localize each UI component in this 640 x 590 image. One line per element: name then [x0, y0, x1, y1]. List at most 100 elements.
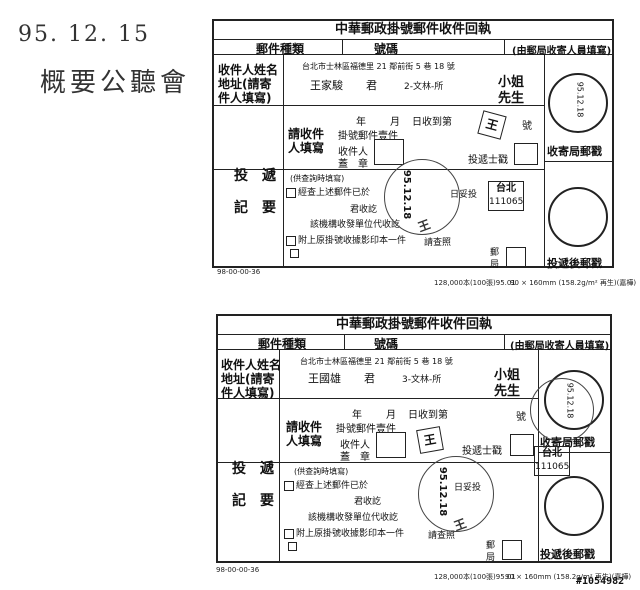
recipient-unit: 2-文林-所 [404, 82, 444, 92]
delivery-label: 投 遞 [234, 168, 276, 184]
delivery-line: 附上原掛號收據影印本一件 [286, 233, 406, 246]
delivery-hint: (供查詢時填寫) [290, 174, 345, 183]
header-number: 號碼 [374, 337, 399, 351]
recipient-seal: 收件人 [340, 440, 370, 451]
divider [544, 161, 612, 162]
postman-box [514, 143, 538, 165]
checkbox [284, 480, 294, 491]
checkbox [286, 235, 296, 246]
title-mr: 先生 [498, 91, 525, 106]
bureau-box [506, 247, 526, 267]
divider [342, 39, 343, 55]
check-box [288, 542, 297, 551]
footer-print: 128,000本(100張)95.01 [434, 279, 516, 287]
bureau-box [502, 540, 522, 560]
delivery-line: 日妥投 [450, 190, 478, 200]
seal-char: 王 [484, 116, 500, 134]
right-column [544, 55, 612, 266]
receipt-1: 中華郵政掛號郵件收件回執 郵件種類 號碼 (由郵局收寄人員填寫) 收件人姓名 地… [212, 19, 614, 270]
delivery-line: 附上原掛號收據影印本一件 [284, 526, 404, 539]
fill-label: 請收件 [288, 127, 325, 141]
post-office: 郵 [486, 541, 496, 551]
divider [214, 105, 544, 106]
footer-print: 128,000本(100張)95.01 [434, 573, 516, 581]
stamp-date: 95.12.18 [401, 169, 413, 220]
seal-stamp: 王 [416, 426, 444, 454]
recipient-label: 件人填寫) [218, 91, 272, 105]
taipei-stamp: 台北 111065 [488, 181, 524, 211]
divider [344, 334, 345, 350]
postman-box [510, 434, 534, 456]
post-office: 郵 [490, 248, 500, 258]
recipient-label: 收件人姓名 [221, 358, 282, 372]
post-office-circle [548, 73, 608, 133]
field-hao: 號 [516, 412, 526, 423]
footer-size: 90 × 160mm (158.2g/m² 再生)(嘉樺) [505, 573, 632, 581]
recipient-address: 台北市士林區福德里 21 鄰前街 5 巷 18 號 [302, 62, 455, 71]
recipient-unit: 3-文林-所 [402, 375, 442, 385]
title-mr: 先生 [494, 384, 521, 399]
header-row [214, 39, 612, 55]
recipient-honorific: 君 [366, 79, 377, 92]
handwritten-date: 95. 12. 15 [18, 22, 150, 47]
seal-box [376, 432, 406, 458]
delivery-line: 經查上述郵件已於 [284, 478, 368, 491]
delivery-line: 請查照 [428, 531, 456, 541]
registered-line: 掛號郵件壹件 [338, 131, 398, 142]
receipt-2: 中華郵政掛號郵件收件回執 郵件種類 號碼 (由郵局收寄人員填寫) 收件人姓名 地… [216, 314, 612, 563]
header-post: (由郵局收寄人員填寫) [510, 341, 610, 352]
date-stamp-circle [418, 456, 494, 532]
recipient-label: 地址(請寄 [221, 372, 275, 386]
field-day: 日收到第 [412, 117, 452, 128]
fill-label: 人填寫 [286, 434, 323, 448]
field-hao: 號 [522, 121, 532, 132]
date-stamp-circle [384, 159, 460, 235]
divider [214, 169, 544, 170]
check-box [290, 249, 299, 258]
divider [538, 452, 610, 453]
receipt-title: 中華郵政掛號郵件收件回執 [218, 316, 610, 335]
delivery-stamp-label: 投遞後郵戳 [540, 548, 595, 561]
footer-code: 98-00-00-36 [216, 566, 260, 574]
recipient-name: 王國雄 [308, 372, 341, 385]
seal-box [374, 139, 404, 165]
serial-number: #1054982 [576, 576, 625, 587]
checkbox [286, 187, 296, 198]
field-year: 年 [352, 410, 362, 421]
delivery-line: 請查照 [424, 238, 452, 248]
postman-seal: 投遞士戳 [462, 446, 502, 457]
header-number: 號碼 [374, 42, 399, 56]
divider [504, 39, 505, 55]
overlap-circle [530, 378, 594, 442]
recipient-seal: 蓋 章 [338, 159, 368, 170]
recipient-honorific: 君 [364, 372, 375, 385]
divider [504, 334, 505, 350]
header-kind: 郵件種類 [256, 42, 305, 56]
delivery-label: 投 遞 [232, 461, 274, 477]
recipient-seal: 蓋 章 [340, 452, 370, 463]
delivery-hint: (供查詢時填寫) [294, 467, 349, 476]
post-office-stamp-label: 收寄局郵戳 [547, 145, 602, 158]
footer-size: 90 × 160mm (158.2g/m² 再生)(嘉樺) [510, 279, 637, 287]
checkbox [284, 528, 294, 539]
delivery-circle [548, 187, 608, 247]
field-month: 月 [386, 410, 396, 421]
delivery-circle [544, 476, 604, 536]
left-column [214, 55, 284, 266]
seal-char: 王 [422, 432, 438, 448]
field-day: 日收到第 [408, 410, 448, 421]
left-column [218, 350, 280, 561]
stamp-date-small: 95.12.18 [565, 382, 575, 419]
seal-stamp: 王 [477, 110, 507, 140]
stamp-code: 111065 [535, 462, 570, 472]
taipei-stamp: 台北 111065 [534, 446, 570, 476]
header-kind: 郵件種類 [258, 337, 307, 351]
stamp-city: 台北 [496, 183, 516, 194]
receipt-title: 中華郵政掛號郵件收件回執 [214, 21, 612, 40]
handwritten-note: 概要公聽會 [40, 68, 191, 98]
postman-seal: 投遞士戳 [468, 155, 508, 166]
right-column [538, 350, 610, 561]
registered-line: 掛號郵件壹件 [336, 424, 396, 435]
delivery-line: 該機構收發單位代收訖 [308, 513, 399, 523]
bureau: 局 [490, 260, 500, 270]
